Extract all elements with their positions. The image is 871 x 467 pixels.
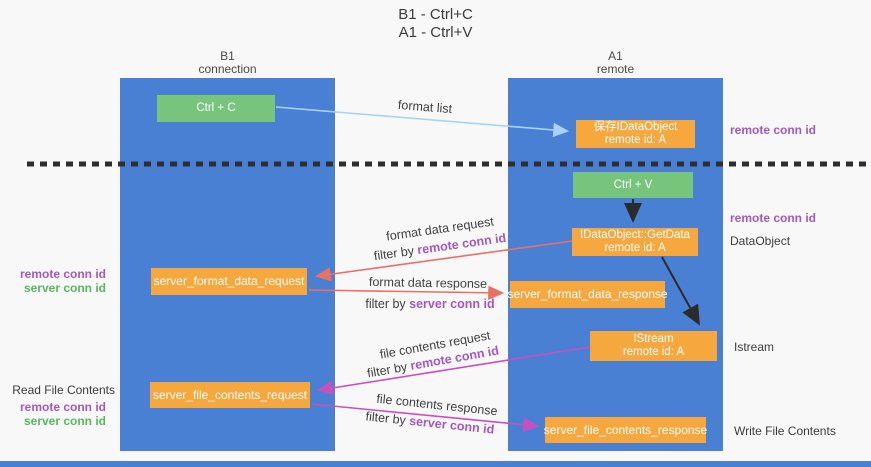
arrow-file-contents-request	[316, 346, 591, 396]
save-idataobject-line1: 保存IDataObject	[593, 121, 678, 133]
lane-a1-title: A1	[608, 49, 623, 63]
arrow-format-list	[275, 106, 570, 138]
getdata-line2: remote id: A	[604, 242, 666, 254]
bottom-blue-strip	[0, 461, 871, 467]
node-server-format-data-request: server_format_data_request	[151, 268, 307, 295]
istream-line1: IStream	[633, 333, 674, 345]
title-line-2: A1 - Ctrl+V	[398, 24, 473, 41]
annotation-left-server-conn-id-1: server conn id	[23, 281, 106, 295]
ctrl-c-label: Ctrl + C	[196, 102, 236, 114]
lane-b1-title: B1	[220, 49, 235, 63]
node-ctrl-v: Ctrl + V	[573, 172, 693, 198]
annotation-left-remote-conn-id-1: remote conn id	[19, 267, 106, 281]
server-file-contents-request-label: server_file_contents_request	[152, 387, 308, 402]
node-istream: IStream remote id: A	[590, 331, 717, 361]
title-line-1: B1 - Ctrl+C	[398, 6, 473, 23]
node-server-format-data-response: server_format_data_response	[507, 281, 668, 308]
annotation-left-remote-conn-id-2: remote conn id	[19, 400, 106, 414]
node-server-file-contents-request: server_file_contents_request	[150, 382, 310, 408]
arrow-file-contents-response	[311, 403, 540, 432]
arrow-format-data-request	[314, 240, 573, 282]
arrow-getdata-to-istream	[661, 256, 700, 326]
server-format-data-request-label: server_format_data_request	[153, 274, 305, 288]
label-filter-by-server-conn-id-1: filter by server conn id	[350, 297, 510, 311]
node-ctrl-c: Ctrl + C	[157, 95, 275, 122]
server-format-data-response-label: server_format_data_response	[507, 287, 668, 301]
lane-header-b1: B1 connection	[120, 50, 335, 76]
ctrl-v-label: Ctrl + V	[613, 178, 653, 191]
save-idataobject-line2: remote id: A	[604, 134, 667, 146]
label-format-data-response: format data response	[368, 274, 488, 292]
istream-line2: remote id: A	[622, 346, 685, 358]
filter-by-text: filter by	[365, 297, 406, 311]
annotation-left-server-conn-id-2: server conn id	[23, 414, 106, 428]
arrow-format-data-response	[308, 285, 505, 300]
annotation-remote-conn-id-2: remote conn id	[730, 211, 817, 225]
node-server-file-contents-response: server_file_contents_response	[543, 417, 708, 443]
node-idataobject-getdata: IDataObject::GetData remote id: A	[572, 228, 698, 256]
node-save-idataobject: 保存IDataObject remote id: A	[576, 120, 695, 148]
lane-a1-subtitle: remote	[596, 62, 635, 76]
server-conn-id-text: server conn id	[409, 297, 495, 311]
lane-header-a1: A1 remote	[508, 50, 723, 76]
server-file-contents-response-label: server_file_contents_response	[543, 422, 708, 437]
diagram-title: B1 - Ctrl+C A1 - Ctrl+V	[0, 6, 871, 42]
annotation-dataobject: DataObject	[730, 234, 791, 248]
lane-b1-subtitle: connection	[198, 62, 257, 76]
getdata-line1: IDataObject::GetData	[580, 229, 690, 241]
annotation-remote-conn-id-1: remote conn id	[730, 123, 817, 137]
annotation-write-file-contents: Write File Contents	[734, 424, 836, 438]
annotation-istream: Istream	[734, 340, 775, 354]
annotation-read-file-contents: Read File Contents	[12, 383, 115, 397]
